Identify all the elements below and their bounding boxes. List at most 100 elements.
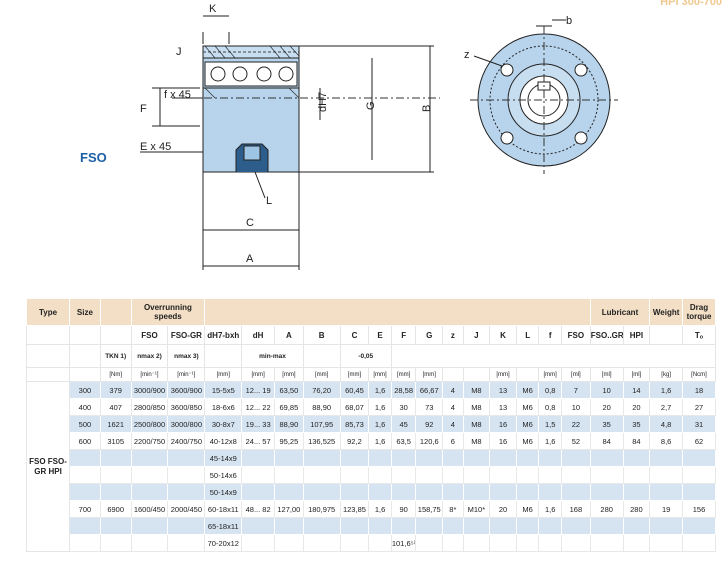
table-cell: 1,6	[649, 381, 684, 399]
unit-g: [mm]	[415, 367, 444, 382]
table-cell: 600	[69, 432, 101, 450]
type-cell: FSO FSO-GR HPI	[25, 381, 71, 552]
table-cell: 70-20x12	[204, 534, 243, 552]
th-weight: Weight	[649, 298, 684, 326]
table-cell: 88,90	[302, 398, 341, 416]
table-cell: 1,6	[368, 398, 392, 416]
table-cell	[462, 466, 491, 484]
table-cell	[130, 483, 169, 501]
table-cell	[274, 517, 304, 535]
h2-a: A	[274, 325, 304, 345]
table-cell: 407	[99, 398, 132, 416]
table-cell	[415, 534, 444, 552]
table-cell	[589, 466, 624, 484]
table-cell: 280	[589, 500, 624, 518]
table-cell	[69, 449, 101, 467]
header-corner-text: HPI 300-700	[660, 0, 722, 8]
table-cell	[99, 483, 132, 501]
table-cell	[390, 483, 417, 501]
table-cell: 15-5x5	[204, 381, 243, 399]
table-cell	[167, 483, 206, 501]
table-cell	[390, 517, 417, 535]
units-row: [Nm] [min⁻¹] [min⁻¹] [mm] [mm] [mm] [mm]…	[25, 367, 716, 382]
dim-f: F	[140, 103, 147, 115]
table-cell: 84	[589, 432, 624, 450]
table-cell: M6	[515, 415, 540, 433]
table-cell: M8	[462, 381, 491, 399]
table-cell: 2800/850	[130, 398, 169, 416]
table-cell	[167, 466, 206, 484]
table-cell: 1,5	[538, 415, 562, 433]
table-cell: 400	[69, 398, 101, 416]
unit-tkn: [Nm]	[99, 367, 132, 382]
table-cell: 65-18x11	[204, 517, 243, 535]
table-cell	[622, 483, 651, 501]
table-cell	[130, 449, 169, 467]
table-cell	[69, 466, 101, 484]
table-cell: 20	[489, 500, 517, 518]
table-cell: 69,85	[274, 398, 304, 416]
unit-nmax2: [min⁻¹]	[167, 367, 206, 382]
table-cell	[442, 466, 464, 484]
h2-k: K	[489, 325, 517, 345]
unit-nmax1: [min⁻¹]	[130, 367, 169, 382]
table-cell	[415, 483, 444, 501]
h2-lub-fsogr: FSO..GR	[589, 325, 624, 345]
table-cell: 4	[442, 398, 464, 416]
table-cell: 168	[560, 500, 591, 518]
table-cell: 92,2	[339, 432, 370, 450]
table-cell	[538, 517, 562, 535]
table-cell: 700	[69, 500, 101, 518]
table-cell: 60,45	[339, 381, 370, 399]
table-cell: 1,6	[538, 432, 562, 450]
table-cell	[622, 466, 651, 484]
table-cell	[69, 483, 101, 501]
table-cell: 30	[390, 398, 417, 416]
table-cell	[489, 517, 517, 535]
table-cell: 500	[69, 415, 101, 433]
table-cell	[167, 449, 206, 467]
h2-z: z	[442, 325, 464, 345]
dim-b: B	[421, 105, 433, 112]
unit-fsmall: [mm]	[538, 367, 562, 382]
table-cell: 16	[489, 432, 517, 450]
table-cell	[99, 517, 132, 535]
table-cell: 4	[442, 415, 464, 433]
h2-f: F	[390, 325, 417, 345]
unit-d: [mm]	[204, 367, 243, 382]
table-cell: 50-14x6	[204, 466, 243, 484]
table-cell: 30-8x7	[204, 415, 243, 433]
dim-c: C	[246, 217, 254, 229]
table-cell	[390, 449, 417, 467]
table-cell	[241, 449, 276, 467]
h2-c: C	[339, 325, 370, 345]
table-cell: M8	[462, 432, 491, 450]
table-cell: M6	[515, 398, 540, 416]
table-cell: 22	[560, 415, 591, 433]
side-view	[140, 15, 440, 270]
table-cell: 7	[560, 381, 591, 399]
dim-k: K	[209, 3, 217, 15]
table-cell	[560, 466, 591, 484]
table-cell: 62	[682, 432, 716, 450]
unit-dh: [mm]	[241, 367, 276, 382]
table-cell: 48... 82	[241, 500, 276, 518]
table-cell	[274, 466, 304, 484]
table-cell	[368, 517, 392, 535]
table-cell	[415, 449, 444, 467]
table-cell	[538, 483, 562, 501]
table-cell	[515, 449, 540, 467]
h3-minmax: min-max	[241, 344, 304, 368]
table-cell: 31	[682, 415, 716, 433]
table-cell: 13	[489, 398, 517, 416]
table-cell: 90	[390, 500, 417, 518]
table-cell: 158,75	[415, 500, 444, 518]
table-cell	[462, 483, 491, 501]
table-cell	[442, 534, 464, 552]
table-cell: 84	[622, 432, 651, 450]
table-cell	[241, 466, 276, 484]
table-cell: 18	[682, 381, 716, 399]
